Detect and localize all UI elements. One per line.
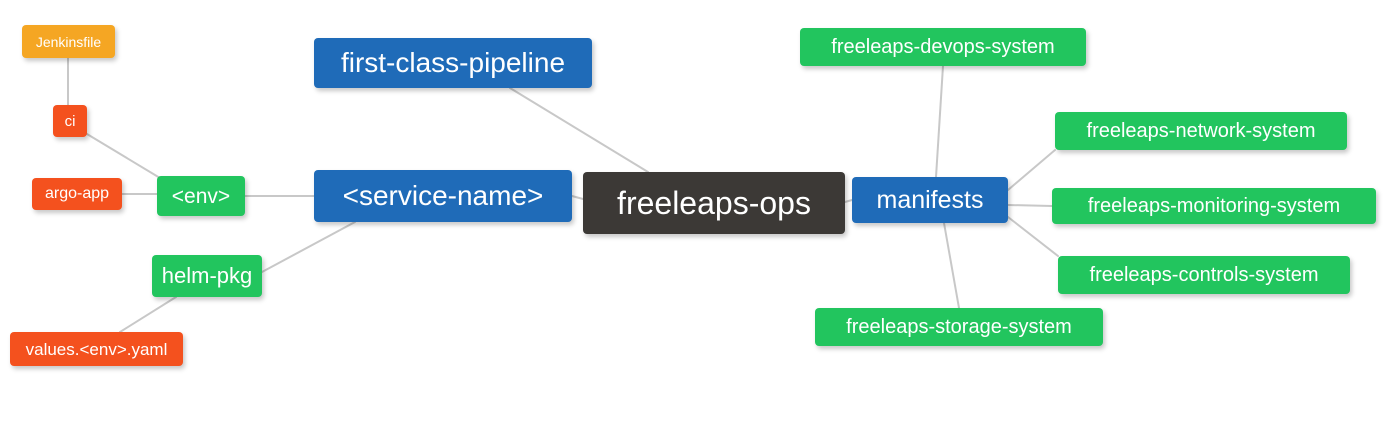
mindmap-node-freeleaps-devops-system[interactable]: freeleaps-devops-system <box>800 28 1086 66</box>
edge-manifests-to-freeleaps-controls-system <box>1007 216 1059 257</box>
node-label-freeleaps-controls-system: freeleaps-controls-system <box>1089 264 1319 286</box>
node-label-helm-pkg: helm-pkg <box>161 263 253 288</box>
mindmap-node-manifests[interactable]: manifests <box>852 177 1008 223</box>
edge-service-name-to-freeleaps-ops <box>571 195 584 200</box>
mindmap-node-values-yaml[interactable]: values.<env>.yaml <box>10 332 183 366</box>
mindmap-node-service-name[interactable]: <service-name> <box>314 170 572 222</box>
edge-freeleaps-ops-to-manifests <box>844 199 853 203</box>
edge-service-name-to-helm-pkg <box>261 221 356 273</box>
mindmap-node-helm-pkg[interactable]: helm-pkg <box>152 255 262 297</box>
mindmap-node-freeleaps-network-system[interactable]: freeleaps-network-system <box>1055 112 1347 150</box>
mindmap-node-ci[interactable]: ci <box>53 105 87 137</box>
node-label-manifests: manifests <box>876 185 984 214</box>
node-label-freeleaps-monitoring-system: freeleaps-monitoring-system <box>1087 195 1341 217</box>
node-label-freeleaps-devops-system: freeleaps-devops-system <box>831 36 1055 58</box>
node-label-argo-app: argo-app <box>44 185 110 202</box>
edge-manifests-to-freeleaps-storage-system <box>943 222 960 309</box>
node-label-jenkinsfile: Jenkinsfile <box>35 33 102 50</box>
edge-manifests-to-freeleaps-network-system <box>1007 149 1056 191</box>
mindmap-node-env[interactable]: <env> <box>157 176 245 216</box>
node-label-freeleaps-network-system: freeleaps-network-system <box>1086 120 1316 142</box>
mindmap-node-jenkinsfile[interactable]: Jenkinsfile <box>22 25 115 58</box>
node-label-service-name: <service-name> <box>342 180 544 211</box>
mindmap-node-freeleaps-ops[interactable]: freeleaps-ops <box>583 172 845 234</box>
edge-ci-to-env <box>86 133 161 179</box>
edge-helm-pkg-to-values-yaml <box>119 296 177 333</box>
node-label-values-yaml: values.<env>.yaml <box>25 339 168 359</box>
node-label-env: <env> <box>171 184 231 208</box>
mindmap-node-argo-app[interactable]: argo-app <box>32 178 122 210</box>
edge-first-class-pipeline-to-freeleaps-ops <box>509 87 649 173</box>
mindmap-node-freeleaps-controls-system[interactable]: freeleaps-controls-system <box>1058 256 1350 294</box>
mindmap-node-freeleaps-monitoring-system[interactable]: freeleaps-monitoring-system <box>1052 188 1376 224</box>
node-label-ci: ci <box>64 112 76 130</box>
mindmap-node-freeleaps-storage-system[interactable]: freeleaps-storage-system <box>815 308 1103 346</box>
mindmap-node-first-class-pipeline[interactable]: first-class-pipeline <box>314 38 592 88</box>
edge-manifests-to-freeleaps-monitoring-system <box>1007 204 1053 207</box>
node-label-first-class-pipeline: first-class-pipeline <box>340 47 566 78</box>
edge-manifests-to-freeleaps-devops-system <box>935 65 944 178</box>
node-label-freeleaps-storage-system: freeleaps-storage-system <box>846 316 1072 338</box>
node-label-freeleaps-ops: freeleaps-ops <box>617 185 811 221</box>
